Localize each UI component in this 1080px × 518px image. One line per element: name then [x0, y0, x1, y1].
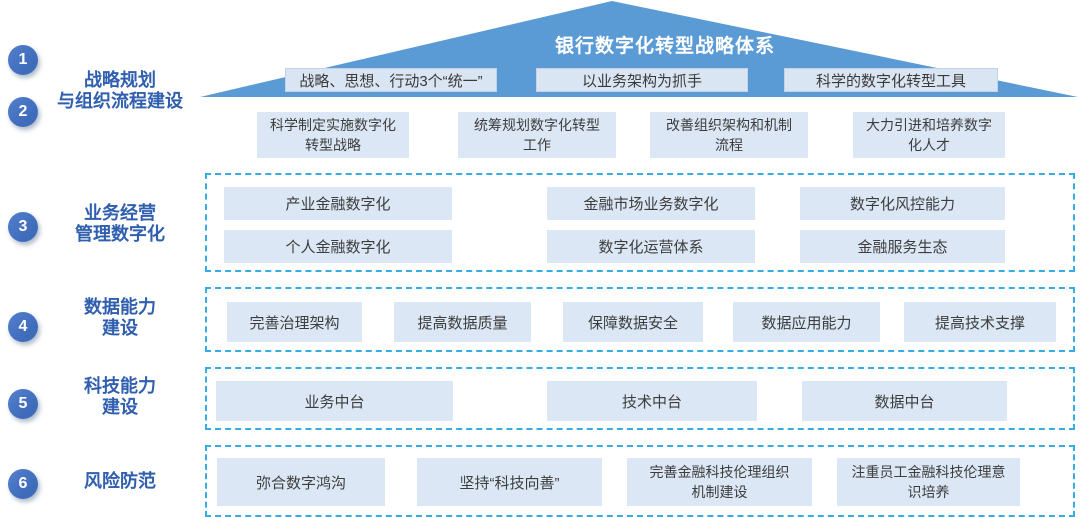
tech-capability-box: 技术中台 [547, 381, 757, 421]
risk-prevention-box: 注重员工金融科技伦理意 识培养 [837, 458, 1020, 506]
data-capability-box: 完善治理架构 [227, 302, 362, 342]
business-box: 个人金融数字化 [224, 230, 452, 263]
business-box: 数字化风控能力 [800, 187, 1005, 220]
business-digitalization-container: 产业金融数字化 金融市场业务数字化 数字化风控能力 个人金融数字化 数字化运营体… [205, 173, 1075, 272]
label-business-row: 业务经营 管理数字化 [75, 203, 165, 244]
risk-prevention-box: 完善金融科技伦理组织 机制建设 [627, 458, 812, 506]
tech-capability-box: 数据中台 [802, 381, 1007, 421]
badge-2: 2 [8, 97, 38, 127]
risk-prevention-container: 弥合数字鸿沟 坚持“科技向善” 完善金融科技伦理组织 机制建设 注重员工金融科技… [205, 445, 1075, 517]
badge-5: 5 [8, 389, 38, 419]
roof-band-strategy-unity: 战略、思想、行动3个“统一” [285, 68, 497, 92]
business-box: 产业金融数字化 [224, 187, 452, 220]
diagram-title: 银行数字化转型战略体系 [554, 36, 775, 57]
business-box: 金融服务生态 [800, 230, 1005, 263]
data-capability-container: 完善治理架构 提高数据质量 保障数据安全 数据应用能力 提高技术支撑 [205, 287, 1075, 352]
strategy-action-box: 科学制定实施数字化 转型战略 [257, 112, 409, 158]
strategy-action-box: 统筹规划数字化转型 工作 [458, 112, 616, 158]
data-capability-box: 提高技术支撑 [904, 302, 1056, 342]
data-capability-box: 提高数据质量 [394, 302, 531, 342]
roof-band-business-architecture: 以业务架构为抓手 [536, 68, 748, 92]
risk-prevention-box: 弥合数字鸿沟 [217, 458, 385, 506]
data-capability-box: 保障数据安全 [563, 302, 703, 342]
strategy-action-box: 改善组织架构和机制 流程 [650, 112, 808, 158]
label-strategy-org-row: 战略规划 与组织流程建设 [57, 70, 183, 111]
strategy-action-box: 大力引进和培养数字 化人才 [853, 112, 1005, 158]
business-box: 数字化运营体系 [547, 230, 755, 263]
tech-capability-box: 业务中台 [216, 381, 453, 421]
badge-1: 1 [8, 45, 38, 75]
badge-4: 4 [8, 312, 38, 342]
business-box: 金融市场业务数字化 [547, 187, 755, 220]
badge-6: 6 [8, 469, 38, 499]
roof-band-transformation-tools: 科学的数字化转型工具 [784, 68, 998, 92]
risk-prevention-box: 坚持“科技向善” [417, 458, 602, 506]
badge-3: 3 [8, 212, 38, 242]
tech-capability-container: 业务中台 技术中台 数据中台 [205, 367, 1075, 430]
label-tech-row: 科技能力 建设 [84, 376, 156, 417]
label-data-row: 数据能力 建设 [84, 297, 156, 338]
label-risk-row: 风险防范 [84, 471, 156, 491]
data-capability-box: 数据应用能力 [733, 302, 880, 342]
